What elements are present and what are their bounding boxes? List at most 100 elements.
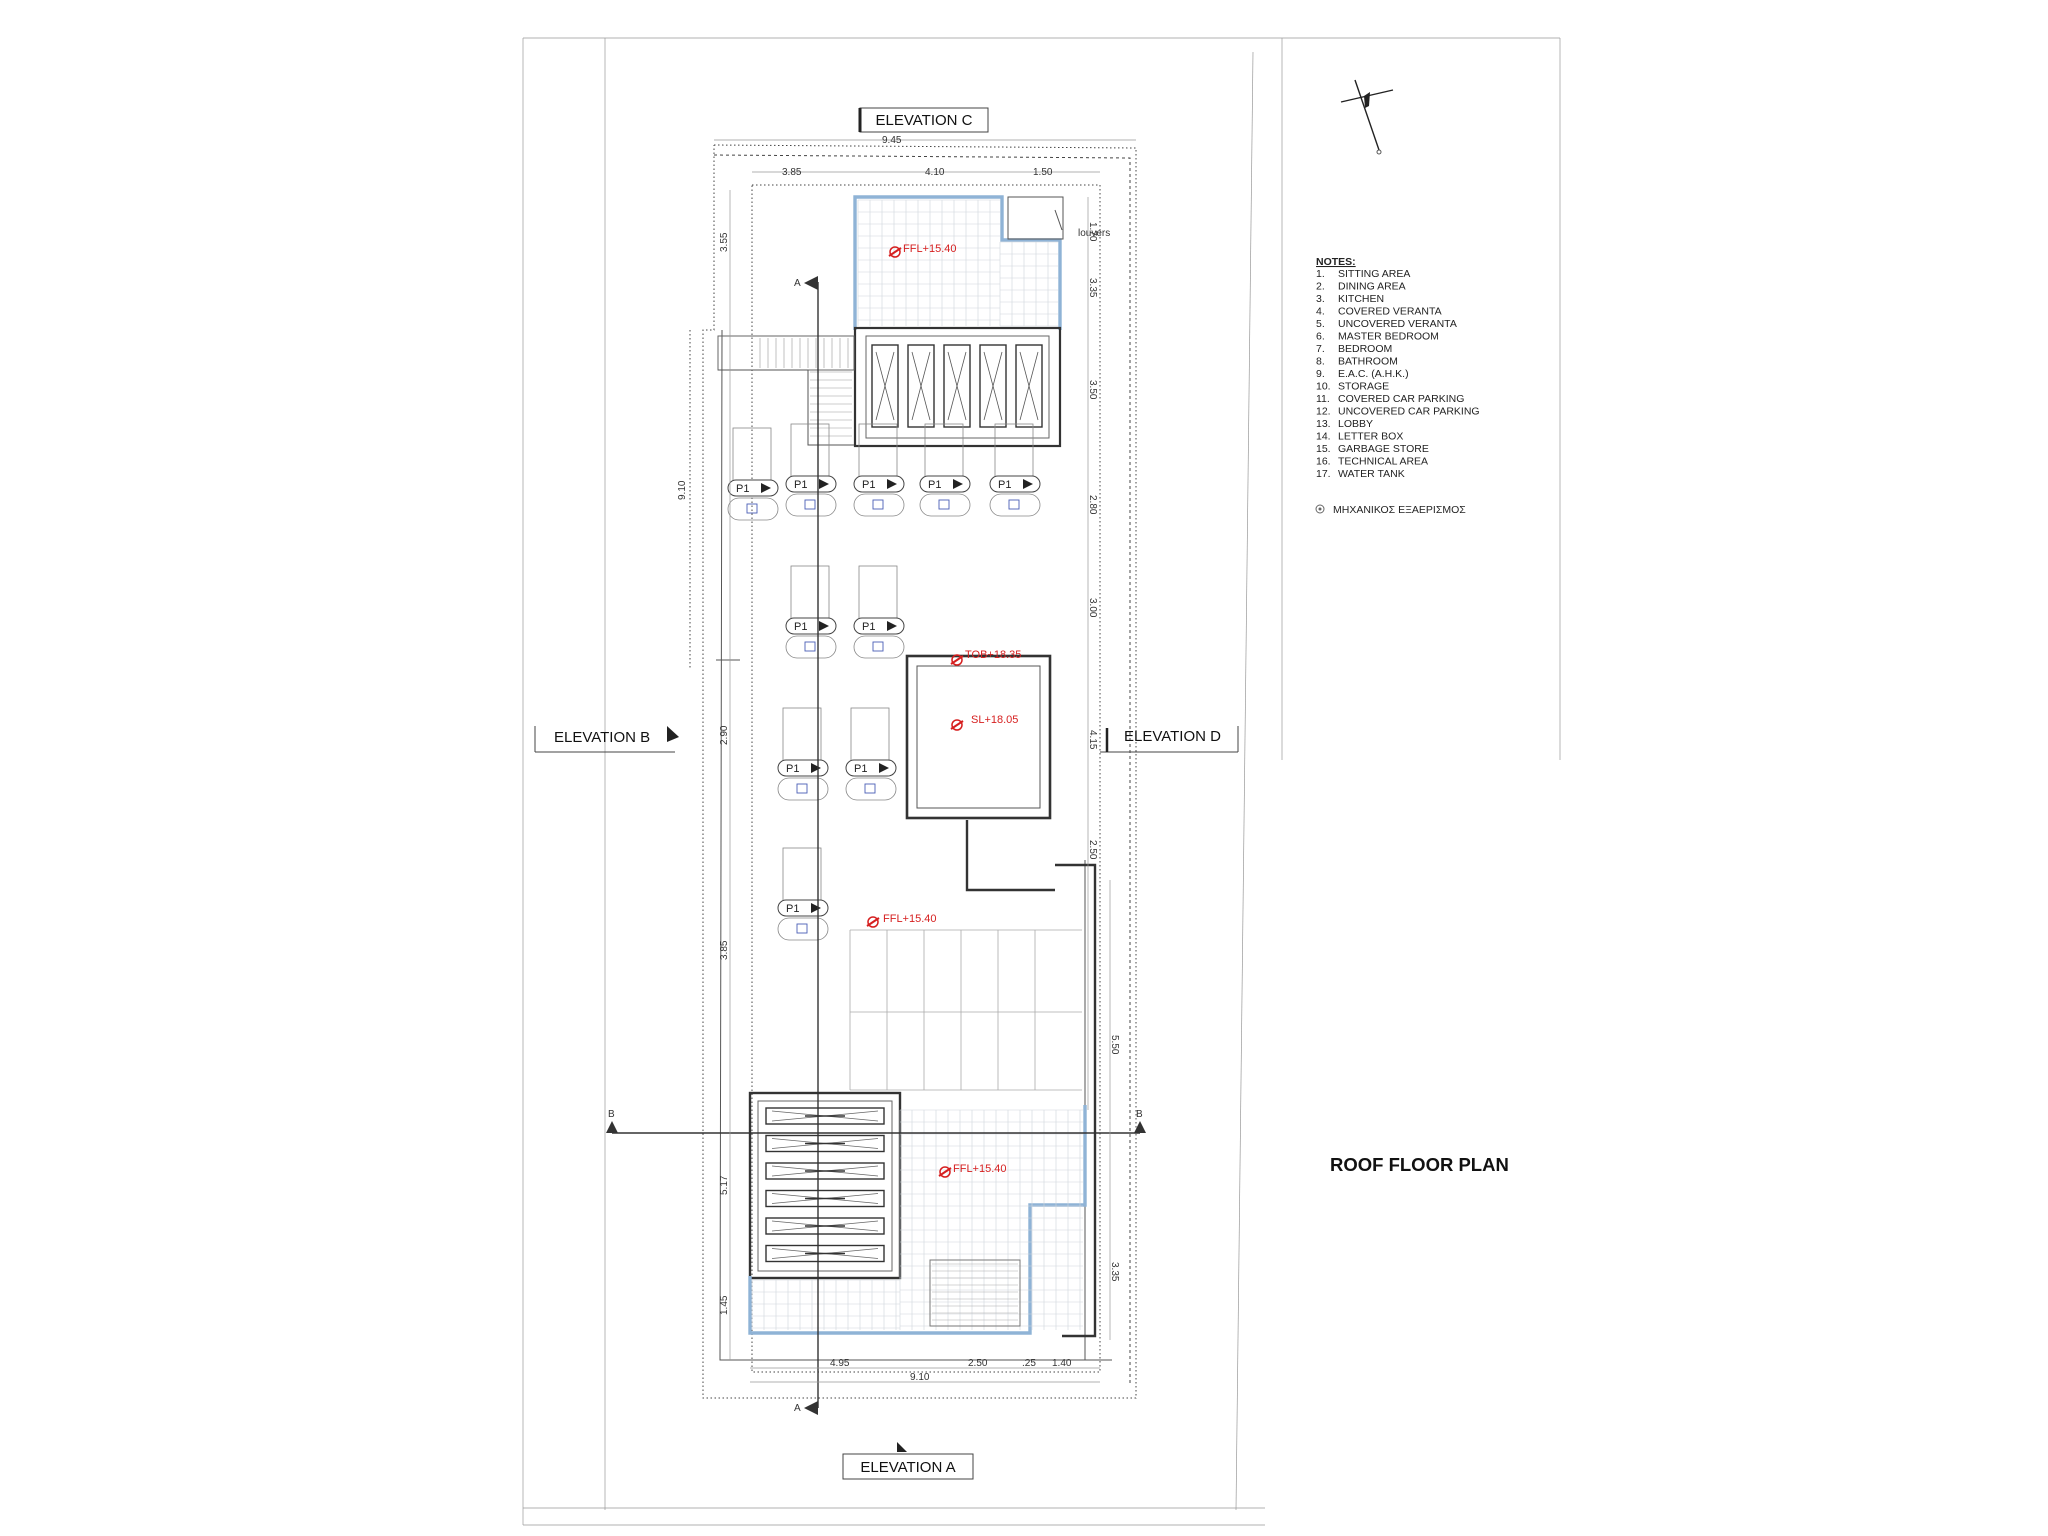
elevation-b-label: ELEVATION B xyxy=(534,726,679,753)
note-text: DINING AREA xyxy=(1338,281,1406,293)
plot-boundary xyxy=(689,144,1137,1399)
level-sl: SL+18.05 xyxy=(971,714,1018,726)
bottom-terrace xyxy=(748,1105,1087,1335)
level-marks: FFL+15.40 TOB+18.35 SL+18.05 FFL+15.40 F… xyxy=(866,243,1021,1178)
note-number: 4. xyxy=(1316,306,1325,318)
legend-ventilation-icon xyxy=(1315,504,1325,514)
dim-right-4: 2.80 xyxy=(1087,495,1098,515)
section-lines: A A B B xyxy=(606,276,1146,1415)
note-text: MASTER BEDROOM xyxy=(1338,331,1439,343)
dim-top-c: 1.50 xyxy=(1033,167,1053,178)
ac-unit-label: P1 xyxy=(794,479,807,491)
ac-unit: P1 xyxy=(919,423,971,517)
ac-unit: P1 xyxy=(989,423,1041,517)
dimension-strings: 9.45 3.85 4.10 1.50 1.70 3.35 3.50 2.80 … xyxy=(677,135,1136,1383)
dim-right-8: 5.50 xyxy=(1109,1035,1120,1055)
ac-unit-label: P1 xyxy=(998,479,1011,491)
dim-left-1: 3.55 xyxy=(719,232,730,252)
ac-unit-label: P1 xyxy=(786,763,799,775)
note-number: 11. xyxy=(1316,393,1330,405)
ac-unit: P1 xyxy=(785,423,837,517)
note-text: KITCHEN xyxy=(1338,293,1384,305)
note-text: BATHROOM xyxy=(1338,356,1398,368)
note-text: TECHNICAL AREA xyxy=(1338,456,1428,468)
ac-unit-label: P1 xyxy=(862,479,875,491)
note-number: 2. xyxy=(1316,281,1325,293)
note-text: UNCOVERED CAR PARKING xyxy=(1338,406,1480,418)
elevation-a-label: ELEVATION A xyxy=(842,1442,974,1480)
parking-area xyxy=(849,929,1082,1091)
ac-unit-label: P1 xyxy=(854,763,867,775)
ac-unit-label: P1 xyxy=(736,483,749,495)
level-ffl-bottom: FFL+15.40 xyxy=(953,1163,1007,1175)
dim-bottom-d: 1.40 xyxy=(1052,1358,1072,1369)
dim-left-5: 5.17 xyxy=(719,1175,730,1195)
dim-top-a: 3.85 xyxy=(782,167,802,178)
elevation-d-label: ELEVATION D xyxy=(1100,726,1239,753)
dim-left-3: 2.90 xyxy=(719,725,730,745)
drawing-title: ROOF FLOOR PLAN xyxy=(1330,1154,1509,1175)
note-number: 3. xyxy=(1316,293,1325,305)
dim-top-overall: 9.45 xyxy=(882,135,902,146)
note-number: 13. xyxy=(1316,418,1331,430)
top-terrace xyxy=(853,195,1062,330)
dim-right-9: 3.35 xyxy=(1109,1262,1120,1282)
dim-left-4: 3.85 xyxy=(719,940,730,960)
note-number: 16. xyxy=(1316,456,1331,468)
notes-block: NOTES: 1. SITTING AREA 2. DINING AREA 3. KITC… xyxy=(1315,256,1480,516)
water-tank-block-top xyxy=(853,326,1062,448)
svg-text:ELEVATION C: ELEVATION C xyxy=(876,112,973,129)
dim-right-1: 1.70 xyxy=(1087,222,1098,242)
dim-right-2: 3.35 xyxy=(1087,278,1098,298)
ac-unit: P1 xyxy=(727,427,779,521)
note-text: SITTING AREA xyxy=(1338,268,1410,280)
notes-heading: NOTES: xyxy=(1316,256,1356,268)
ac-unit: P1 xyxy=(845,707,897,801)
note-text: UNCOVERED VERANTA xyxy=(1338,318,1457,330)
level-ffl-mid: FFL+15.40 xyxy=(883,913,937,925)
note-text: WATER TANK xyxy=(1338,468,1405,480)
level-tob: TOB+18.35 xyxy=(965,649,1021,661)
note-number: 5. xyxy=(1316,318,1325,330)
note-number: 7. xyxy=(1316,343,1325,355)
section-marker-a-top: A xyxy=(794,278,801,289)
note-text: STORAGE xyxy=(1338,381,1389,393)
building-outline xyxy=(716,329,1112,1361)
note-number: 6. xyxy=(1316,331,1325,343)
north-arrow-icon xyxy=(1340,79,1394,155)
dim-bottom-overall: 9.10 xyxy=(910,1372,930,1383)
note-number: 8. xyxy=(1316,356,1325,368)
section-marker-b-right: B xyxy=(1136,1109,1143,1120)
dim-right-7: 2.50 xyxy=(1087,840,1098,860)
ac-unit: P1 xyxy=(785,565,837,659)
note-text: E.A.C. (A.H.K.) xyxy=(1338,368,1409,380)
ac-unit-label: P1 xyxy=(928,479,941,491)
note-number: 10. xyxy=(1316,381,1331,393)
dim-bottom-c: .25 xyxy=(1022,1358,1036,1369)
dim-bottom-a: 4.95 xyxy=(830,1358,850,1369)
dim-left-6: 1.45 xyxy=(719,1295,730,1315)
note-number: 14. xyxy=(1316,431,1331,443)
note-number: 9. xyxy=(1316,368,1325,380)
ac-unit: P1 xyxy=(853,565,905,659)
ac-unit-label: P1 xyxy=(794,621,807,633)
dim-top-b: 4.10 xyxy=(925,167,945,178)
note-number: 15. xyxy=(1316,443,1331,455)
note-text: LETTER BOX xyxy=(1338,431,1403,443)
svg-text:ELEVATION D: ELEVATION D xyxy=(1124,728,1221,745)
ac-unit: P1 xyxy=(853,423,905,517)
note-text: COVERED CAR PARKING xyxy=(1338,393,1464,405)
dim-bottom-b: 2.50 xyxy=(968,1358,988,1369)
ac-unit: P1 xyxy=(777,847,829,941)
dim-right-5: 3.00 xyxy=(1087,598,1098,618)
elevation-c-label: ELEVATION C xyxy=(858,107,989,133)
section-marker-a-bottom: A xyxy=(794,1403,801,1414)
water-tank-block-bottom xyxy=(748,1091,902,1280)
note-number: 1. xyxy=(1316,268,1325,280)
note-text: BEDROOM xyxy=(1338,343,1392,355)
dim-right-3: 3.50 xyxy=(1087,380,1098,400)
dim-left-2: 9.10 xyxy=(677,480,688,500)
note-text: LOBBY xyxy=(1338,418,1373,430)
dim-right-6: 4.15 xyxy=(1087,730,1098,750)
